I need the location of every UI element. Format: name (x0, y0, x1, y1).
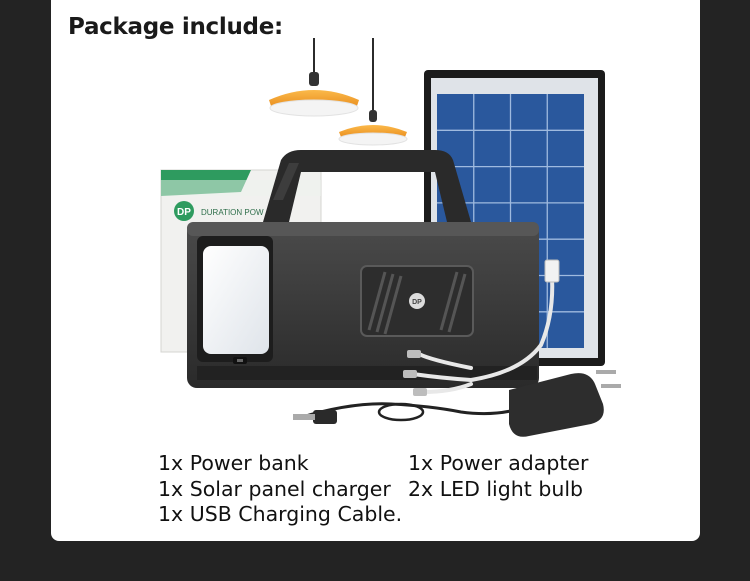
usb-connectors (403, 259, 560, 396)
box-logo: DP (177, 207, 191, 218)
power-adapter (293, 370, 621, 437)
device-logo: DP (412, 299, 422, 306)
usb-cable (411, 262, 555, 394)
box-brand-text: DURATION POW (201, 208, 264, 217)
led-bulb-small (338, 38, 408, 146)
package-heading: Package include: (68, 14, 283, 40)
package-contents-list: 1x Power bank 1x Power adapter 1x Solar … (158, 451, 678, 528)
contents-row-3: 1x USB Charging Cable. (158, 502, 678, 528)
contents-row-1: 1x Power bank 1x Power adapter (158, 451, 678, 477)
product-card: Package include: (51, 0, 700, 541)
contents-row-2: 1x Solar panel charger 2x LED light bulb (158, 477, 678, 503)
item-power-bank: 1x Power bank (158, 451, 309, 475)
item-led-bulb: 2x LED light bulb (408, 476, 584, 501)
item-usb-cable: 1x USB Charging Cable. (158, 502, 403, 526)
power-bank: DP (187, 150, 539, 388)
led-bulb-large (269, 38, 359, 117)
item-power-adapter: 1x Power adapter (408, 451, 589, 475)
item-solar-panel: 1x Solar panel charger (158, 476, 391, 501)
package-illustration: DP DURATION POW DP (160, 38, 621, 437)
